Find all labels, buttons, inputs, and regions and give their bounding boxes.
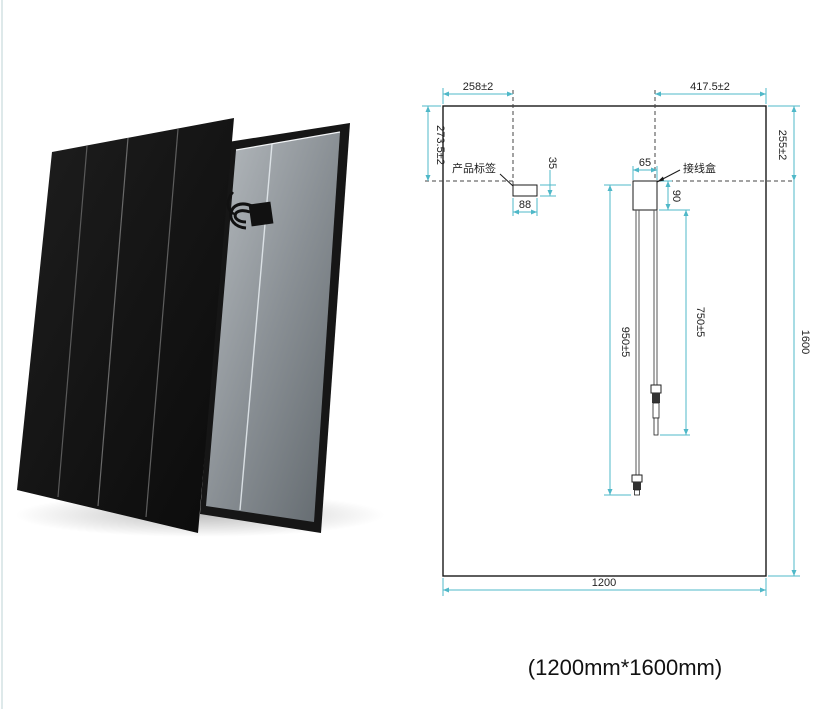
- dim-label-offset-x: 258±2: [463, 81, 494, 93]
- product-label-leader: [499, 173, 514, 187]
- panel-front: [17, 118, 234, 533]
- junction-box-leader-arrow: [657, 176, 664, 182]
- dim-junction-offset-x: 417.5±2: [690, 81, 730, 93]
- cables: [635, 210, 658, 475]
- panel-back-sheet: [206, 132, 340, 522]
- dim-junction-width: 65: [639, 157, 651, 169]
- junction-box-text: 接线盒: [683, 161, 716, 175]
- product-label-box: [512, 184, 538, 197]
- panel-outline: [442, 105, 767, 577]
- connector-short-icon: [650, 384, 662, 436]
- dimension-lines: [422, 88, 800, 596]
- panel-front-line-1: [57, 145, 88, 498]
- dim-junction-offset-y: 255±2: [776, 130, 788, 161]
- dim-label-width: 88: [519, 199, 531, 211]
- size-caption: (1200mm*1600mm): [527, 655, 723, 680]
- panel-front-line-3: [145, 128, 179, 518]
- back-junction-box-icon: [226, 191, 274, 230]
- dim-width: 1200: [592, 577, 616, 589]
- dim-cable-long: 950±5: [619, 327, 631, 358]
- panel-photo: [15, 118, 385, 537]
- panel-front-line-2: [97, 137, 129, 507]
- technical-drawing: 258±2 417.5±2 273.5±2 255±2 1600 1200 35…: [422, 81, 811, 596]
- dimension-arrows: [425, 91, 797, 593]
- dim-label-offset-y: 273.5±2: [434, 125, 446, 165]
- dim-label-height: 35: [546, 157, 558, 169]
- panel-back-top-edge: [235, 131, 341, 151]
- junction-box: [632, 180, 658, 211]
- product-label-text: 产品标签: [452, 161, 496, 175]
- reference-lines: [425, 90, 795, 185]
- dim-junction-height: 90: [670, 190, 682, 202]
- dim-cable-short: 750±5: [694, 307, 706, 338]
- dim-height: 1600: [799, 330, 811, 354]
- connector-long-icon: [631, 474, 643, 496]
